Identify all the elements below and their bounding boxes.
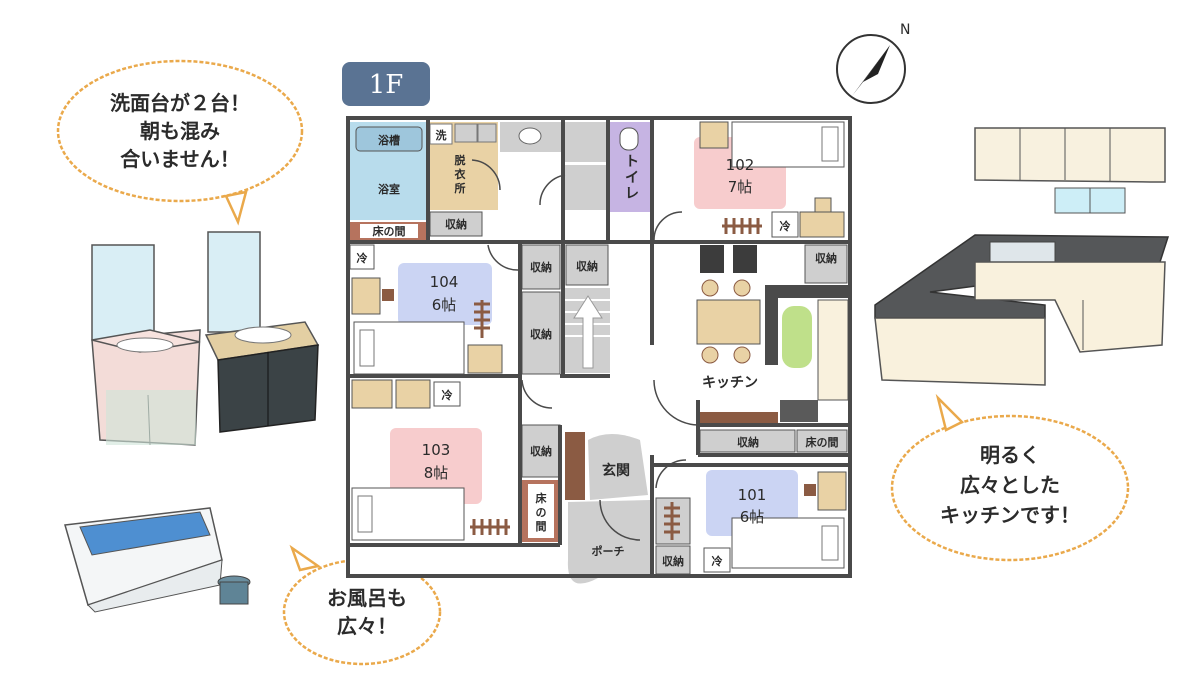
bubble-line: 合いません！ xyxy=(120,147,239,171)
storage-label: 収納 xyxy=(530,444,552,458)
hanger-rail-icon xyxy=(722,218,762,234)
bathtub-label: 浴槽 xyxy=(378,133,400,147)
alcove-label-vertical-2: の xyxy=(536,506,547,519)
bubble-line: お風呂も xyxy=(327,586,407,610)
fridge-label: 冷 xyxy=(357,251,368,265)
fridge-label: 冷 xyxy=(712,554,723,568)
bubble-line: 朝も混み xyxy=(140,119,220,143)
room-104-number: 104 xyxy=(430,273,459,291)
speech-bubble-sinks: 洗面台が２台！ 朝も混み 合いません！ xyxy=(56,59,304,226)
storage-label: 収納 xyxy=(530,260,552,274)
stairs-arrow-icon xyxy=(573,295,603,369)
fridge-label: 冷 xyxy=(780,219,791,233)
wash-label: 洗 xyxy=(436,128,447,142)
fridge-label: 冷 xyxy=(442,388,453,402)
compass-icon: N xyxy=(836,22,910,104)
alcove-label: 床の間 xyxy=(373,224,406,238)
room-103-area xyxy=(390,428,482,504)
floor-badge: 1F xyxy=(342,62,430,106)
entrance-area xyxy=(588,434,648,500)
sink-illustration xyxy=(91,231,320,446)
dressing-label-2: 衣 xyxy=(455,167,467,181)
hanger-rail-icon xyxy=(474,300,490,338)
room-103-number: 103 xyxy=(422,441,451,459)
hanger-rail-icon xyxy=(664,502,680,540)
speech-bubble-kitchen: 明るく 広々とした キッチンです！ xyxy=(890,393,1130,562)
storage-label-vertical: 収納 xyxy=(815,251,837,265)
bubble-line: 広々とした xyxy=(960,473,1060,497)
bubble-line: 洗面台が２台！ xyxy=(110,91,250,115)
room-102-size: 7帖 xyxy=(728,178,753,196)
kitchen-label: キッチン xyxy=(702,375,758,391)
toilet-label-2: イ xyxy=(625,170,639,186)
storage-label: 収納 xyxy=(530,327,552,341)
compass-north-label: N xyxy=(900,22,910,38)
toilet-label-1: ト xyxy=(625,154,639,170)
storage-label: 収納 xyxy=(662,554,684,568)
porch-label: ポーチ xyxy=(592,544,625,558)
door-swings xyxy=(471,159,699,541)
storage-label: 収納 xyxy=(576,259,598,273)
bathtub-illustration xyxy=(64,507,251,613)
floor-badge-label: 1F xyxy=(369,70,404,100)
hanger-rail-icon xyxy=(470,519,510,535)
room-102-number: 102 xyxy=(726,156,755,174)
bathroom-label: 浴室 xyxy=(378,182,400,196)
dressing-label-3: 所 xyxy=(455,181,466,195)
room-104-size: 6帖 xyxy=(432,296,457,314)
alcove-label-vertical-3: 間 xyxy=(536,520,547,533)
walls xyxy=(346,116,852,578)
room-104-area xyxy=(398,263,492,325)
alcove-label: 床の間 xyxy=(806,435,839,449)
storage-label: 収納 xyxy=(445,217,467,231)
room-103-size: 8帖 xyxy=(424,464,449,482)
room-101-number: 101 xyxy=(738,486,767,504)
bubble-line: 明るく xyxy=(980,443,1040,467)
kitchen-illustration xyxy=(874,127,1170,386)
entrance-label: 玄関 xyxy=(602,462,630,479)
porch-area xyxy=(567,500,650,584)
room-101-size: 6帖 xyxy=(740,508,765,526)
dressing-label-1: 脱 xyxy=(455,153,466,167)
toilet-label-3: レ xyxy=(625,186,639,202)
floor-plan: 浴槽 浴室 洗 脱 衣 所 床の間 収納 ト イ レ xyxy=(346,116,852,584)
kitchen-island xyxy=(782,306,812,368)
bathroom-area xyxy=(350,158,428,220)
alcove-label-vertical-1: 床 xyxy=(536,491,548,505)
storage-label: 収納 xyxy=(737,435,759,449)
bubble-line: 広々！ xyxy=(337,614,397,638)
bubble-line: キッチンです！ xyxy=(940,503,1080,527)
